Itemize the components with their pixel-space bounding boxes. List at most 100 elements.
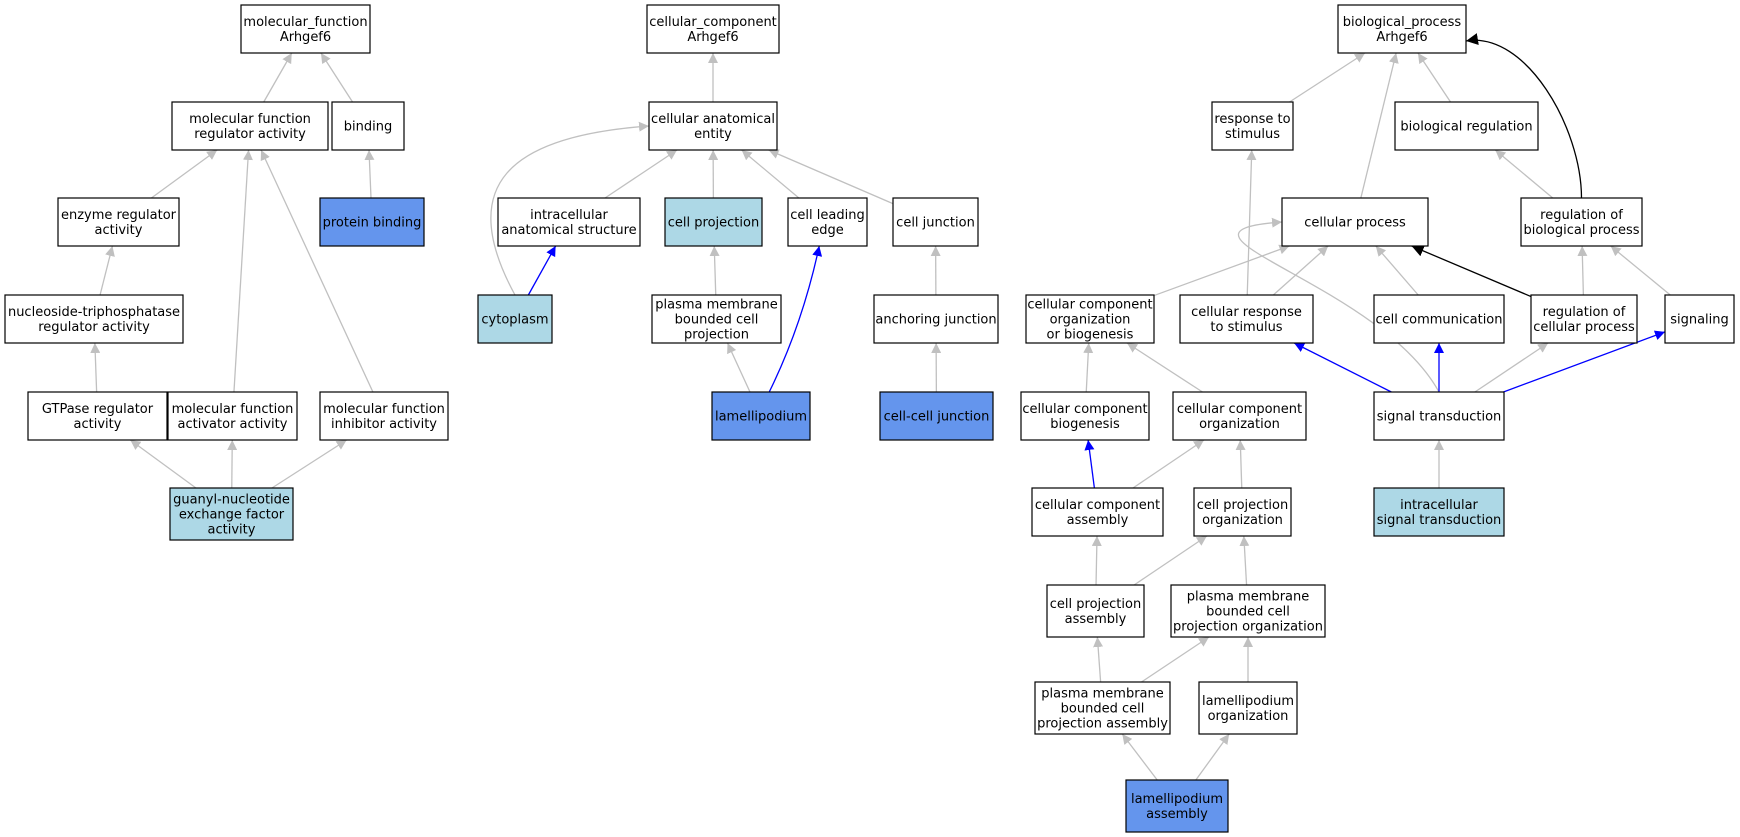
node-cyto[interactable]: cytoplasm (477, 294, 553, 344)
node-label-line: cellular process (1304, 216, 1406, 231)
node-label-line: cellular process (1533, 320, 1635, 335)
node-pb[interactable]: protein binding (319, 197, 425, 247)
node-label-line: guanyl-nucleotide (173, 493, 290, 508)
node-label-line: bounded cell (1061, 702, 1145, 717)
node-box (664, 197, 763, 247)
edge-st-to-crs (1293, 342, 1392, 393)
node-label-line: cell projection (1050, 597, 1141, 612)
node-label-line: or biogenesis (1047, 328, 1134, 343)
node-label-line: stimulus (1225, 127, 1280, 142)
node-label-line: entity (694, 127, 732, 142)
node-label-line: projection assembly (1037, 717, 1168, 732)
edge-cle-to-cae (741, 149, 800, 199)
node-label-line: protein binding (323, 216, 422, 231)
node-br[interactable]: biological regulation (1394, 101, 1539, 151)
node-label-line: cellular response (1191, 305, 1302, 320)
node-label-line: exchange factor (179, 508, 285, 523)
node-cpr[interactable]: cellular process (1281, 197, 1429, 247)
edges-layer (90, 33, 1671, 781)
node-box (1373, 391, 1505, 441)
node-label-line: plasma membrane (1041, 687, 1164, 702)
edge-cpr-to-bp (1360, 52, 1399, 199)
node-box (1046, 584, 1145, 638)
node-label-line: regulation of (1540, 208, 1623, 223)
edge-ccob-to-cpr (1153, 244, 1290, 297)
node-st[interactable]: signal transduction (1373, 391, 1505, 441)
edge-pmbcp-to-cp (709, 245, 720, 296)
node-binding[interactable]: binding (331, 101, 405, 151)
node-label-line: organization (1202, 513, 1283, 528)
node-label-line: nucleoside-triphosphatase (8, 305, 180, 320)
node-box (1664, 294, 1735, 344)
node-label-line: projection organization (1173, 620, 1323, 635)
node-box (240, 4, 371, 54)
node-label-line: organization (1208, 709, 1289, 724)
node-box (1373, 487, 1505, 537)
node-cj[interactable]: cell junction (892, 197, 979, 247)
node-box (319, 197, 425, 247)
node-label-line: projection (684, 328, 749, 343)
node-box (319, 391, 449, 441)
edge-cco-to-ccob (1126, 342, 1203, 393)
edge-lam-to-cle (768, 245, 823, 393)
node-box (477, 294, 553, 344)
node-label-line: biological_process (1343, 15, 1462, 30)
node-cp[interactable]: cell projection (664, 197, 763, 247)
node-box (646, 4, 780, 54)
node-label-line: cellular component (1035, 498, 1160, 513)
node-ccomm[interactable]: cell communication (1373, 294, 1505, 344)
node-label-line: plasma membrane (655, 298, 778, 313)
node-label-line: GTPase regulator (42, 402, 154, 417)
node-ccj[interactable]: cell-cell junction (879, 391, 994, 441)
node-label-line: edge (811, 223, 844, 238)
node-label-line: assembly (1065, 612, 1127, 627)
node-box (1530, 294, 1638, 344)
node-lam[interactable]: lamellipodium (711, 391, 811, 441)
node-label-line: binding (344, 120, 392, 135)
node-label-line: response to (1214, 112, 1290, 127)
node-sig[interactable]: signaling (1664, 294, 1735, 344)
node-label-line: bounded cell (675, 313, 759, 328)
node-box (1025, 294, 1155, 344)
node-box (1172, 391, 1307, 441)
node-label-line: molecular function (189, 112, 311, 127)
edge-lam-to-pmbcp (726, 342, 751, 393)
edge-rbp-to-bp (1465, 33, 1583, 199)
node-label-line: Arhgef6 (280, 30, 331, 45)
edge-pmbcpa-to-cpa (1093, 636, 1104, 683)
node-box (171, 101, 329, 151)
node-aj[interactable]: anchoring junction (873, 294, 999, 344)
node-box (873, 294, 999, 344)
node-box (1520, 197, 1643, 247)
edge-crs-to-rts (1246, 149, 1257, 296)
